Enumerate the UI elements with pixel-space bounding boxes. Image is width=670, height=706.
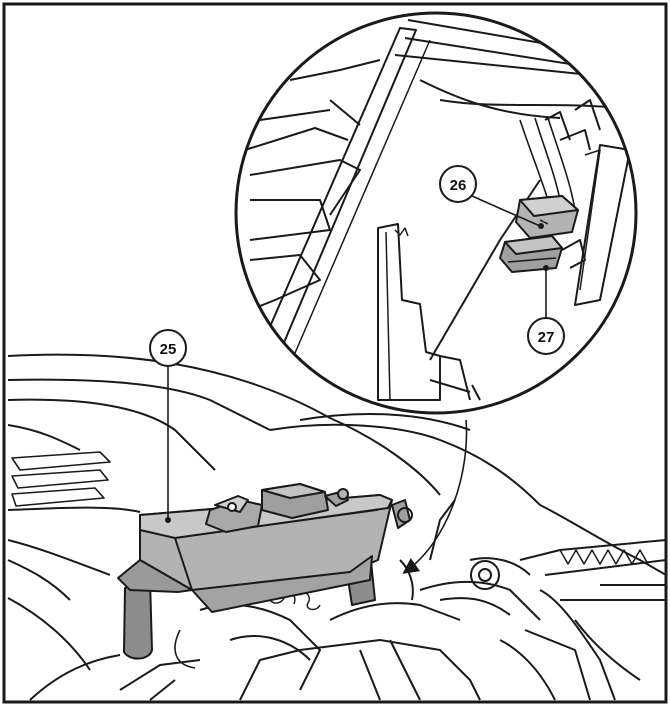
connector-26	[515, 195, 579, 239]
callout-27: 27	[527, 265, 565, 355]
callout-25: 25	[149, 329, 187, 523]
connector-27	[499, 235, 563, 273]
detail-zoom-circle	[234, 11, 638, 415]
callout-26: 26	[439, 165, 544, 229]
zoom-arrow	[402, 419, 468, 574]
cowl-vents	[11, 451, 111, 507]
callout-26-label: 26	[450, 177, 467, 194]
detail-zoom-view	[244, 19, 636, 401]
main-engine-bay-view	[7, 353, 667, 701]
module-25	[117, 483, 413, 660]
callout-27-label: 27	[538, 329, 555, 346]
vent-edge	[559, 549, 649, 565]
callout-25-label: 25	[160, 341, 177, 358]
